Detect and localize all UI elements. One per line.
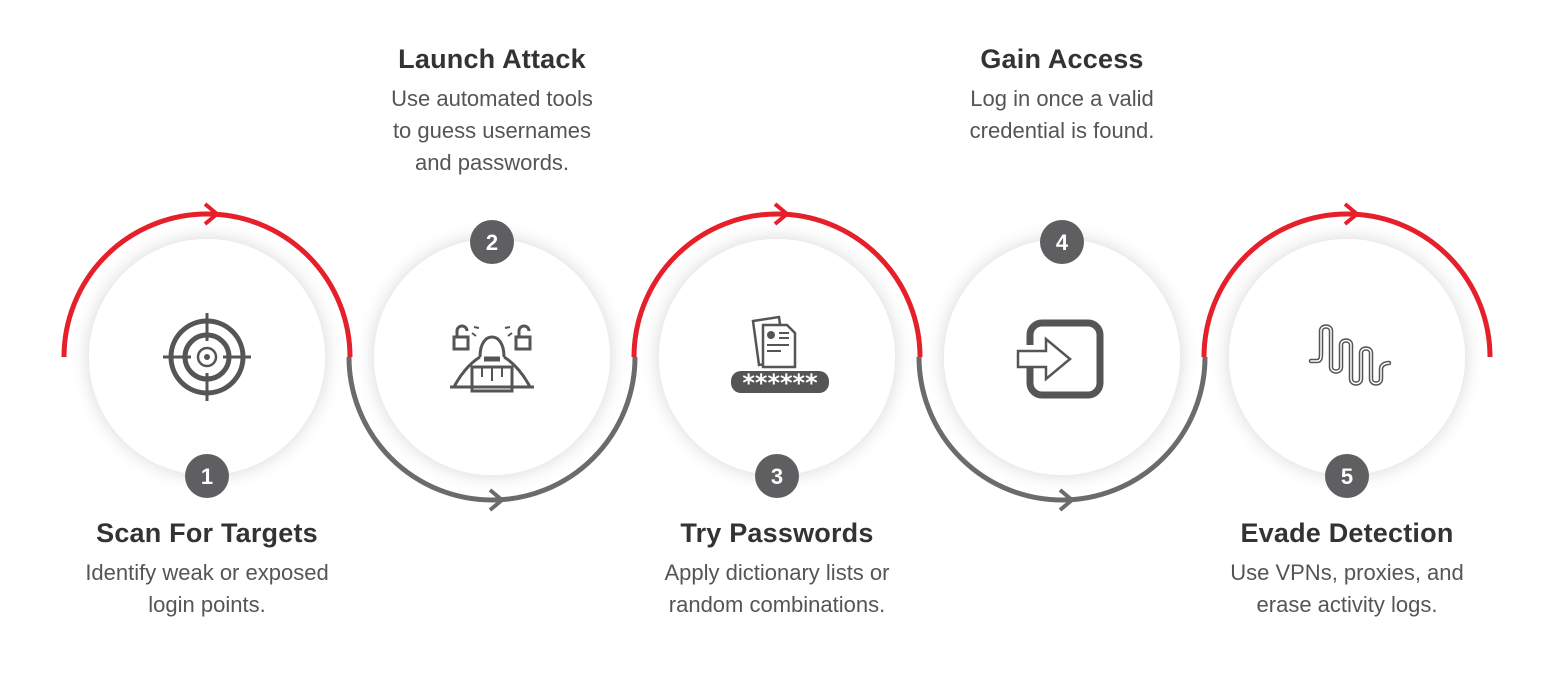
step-number: 2 xyxy=(486,230,498,255)
step-number: 1 xyxy=(201,464,213,489)
step-number-badge: 5 xyxy=(1325,454,1369,498)
red-arc-connector xyxy=(61,211,353,358)
red-arc-connector xyxy=(631,211,923,358)
step-number-badge: 1 xyxy=(185,454,229,498)
arrowhead-icon xyxy=(1343,202,1359,226)
step-title: Evade Detection xyxy=(1240,518,1454,548)
description-line: login points. xyxy=(148,592,266,617)
red-arc-connector xyxy=(1201,211,1493,358)
description-line: random combinations. xyxy=(668,592,886,617)
description-line: erase activity logs. xyxy=(1256,592,1438,617)
step-description: Apply dictionary lists or random combinat… xyxy=(607,557,947,621)
arrowhead-icon xyxy=(203,202,219,226)
description-line: Apply dictionary lists or xyxy=(664,560,890,585)
step-number: 5 xyxy=(1341,464,1353,489)
login-icon xyxy=(1016,319,1104,399)
step-number-badge: 2 xyxy=(470,220,514,264)
description-line: Identify weak or exposed xyxy=(85,560,329,585)
description-line: and passwords. xyxy=(414,150,570,175)
step-description: Use VPNs, proxies, and erase activity log… xyxy=(1177,557,1517,621)
description-line: Log in once a valid xyxy=(970,86,1154,111)
arrowhead-icon xyxy=(773,202,789,226)
svg-text:******: ****** xyxy=(742,369,818,397)
arrowhead-icon xyxy=(1058,488,1074,512)
step-title: Launch Attack xyxy=(398,44,586,74)
step-title: Scan For Targets xyxy=(96,518,318,548)
step-description: Identify weak or exposed login points. xyxy=(37,557,377,621)
hacker-icon xyxy=(450,324,534,393)
step-circle xyxy=(1229,239,1465,475)
gray-arc-connector xyxy=(346,356,638,503)
zigzag-path-icon xyxy=(1308,324,1392,386)
target-icon xyxy=(163,313,251,401)
step-number: 3 xyxy=(771,464,783,489)
description-line: credential is found. xyxy=(969,118,1155,143)
arrowhead-icon xyxy=(488,488,504,512)
step-title: Try Passwords xyxy=(680,518,874,548)
description-line: to guess usernames xyxy=(392,118,592,143)
password-documents-icon: ****** xyxy=(731,315,829,397)
description-line: Use automated tools xyxy=(391,86,593,111)
step-description: Use automated tools to guess usernames and… xyxy=(322,83,662,179)
step-number: 4 xyxy=(1056,230,1069,255)
step-number-badge: 3 xyxy=(755,454,799,498)
step-description: Log in once a valid credential is found. xyxy=(892,83,1232,147)
description-line: Use VPNs, proxies, and xyxy=(1230,560,1464,585)
step-number-badge: 4 xyxy=(1040,220,1084,264)
gray-arc-connector xyxy=(916,356,1208,503)
step-title: Gain Access xyxy=(980,44,1144,74)
